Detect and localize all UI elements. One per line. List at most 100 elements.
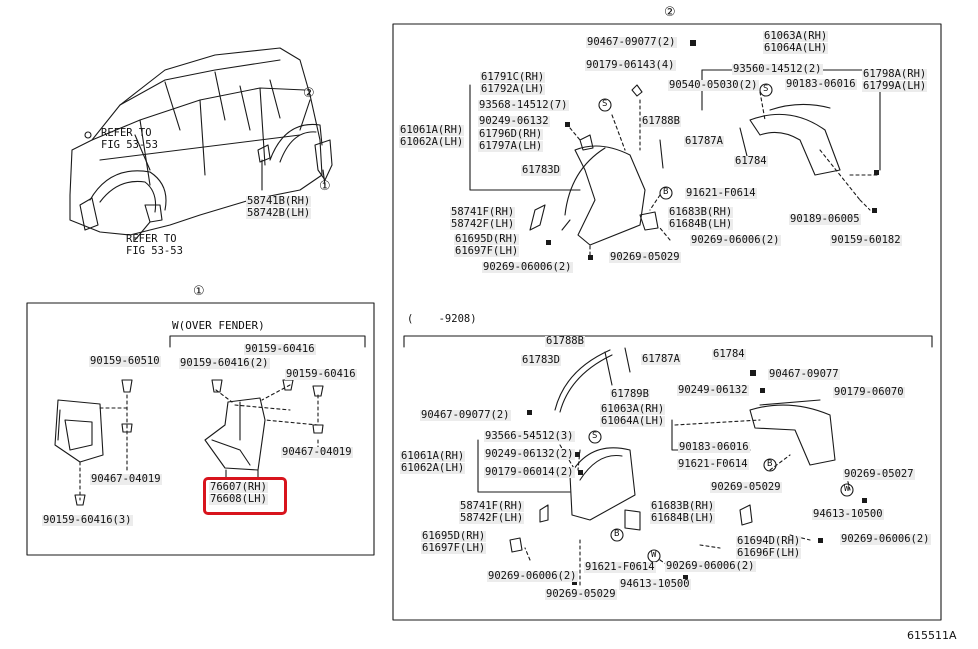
- part-90159-60416-2[interactable]: 90159-60416(2): [179, 357, 270, 369]
- part-61697f-top[interactable]: 61697F(LH): [454, 245, 520, 257]
- part-61799a[interactable]: 61799A(LH): [862, 80, 928, 92]
- part-61063a-top[interactable]: 61063A(RH): [763, 30, 829, 42]
- symbol-w-bottom: W: [651, 550, 657, 560]
- part-58741f-top[interactable]: 58741F(RH): [450, 206, 516, 218]
- part-90269-05027[interactable]: 90269-05027: [843, 468, 915, 480]
- part-61783d-bottom[interactable]: 61783D: [521, 354, 561, 366]
- part-90269-05029-bottom[interactable]: 90269-05029: [545, 588, 617, 600]
- part-61683b-bottom[interactable]: 61683B(RH): [650, 500, 716, 512]
- part-61061a-top[interactable]: 61061A(RH): [399, 124, 465, 136]
- part-90189-06005[interactable]: 90189-06005: [789, 213, 861, 225]
- part-91621-f0614-top[interactable]: 91621-F0614: [685, 187, 757, 199]
- part-61684b-bottom[interactable]: 61684B(LH): [650, 512, 716, 524]
- part-61792a[interactable]: 61792A(LH): [480, 83, 546, 95]
- part-90159-60416-3[interactable]: 90159-60416(3): [42, 514, 133, 526]
- part-90467-09077-2-top[interactable]: 90467-09077(2): [586, 36, 677, 48]
- part-90159-60182[interactable]: 90159-60182: [830, 234, 902, 246]
- part-90179-06014-2[interactable]: 90179-06014(2): [484, 466, 575, 478]
- part-61063a-bottom[interactable]: 61063A(RH): [600, 403, 666, 415]
- part-61695d-bottom[interactable]: 61695D(RH): [421, 530, 487, 542]
- part-61789b[interactable]: 61789B: [610, 388, 650, 400]
- detail-box-1-frame: [26, 302, 375, 556]
- part-61788b-bottom[interactable]: 61788B: [545, 335, 585, 347]
- refer-to-fig-front[interactable]: REFER TO FIG 53-53: [101, 127, 158, 151]
- part-58742f-bottom[interactable]: 58742F(LH): [459, 512, 525, 524]
- part-61788b-top[interactable]: 61788B: [641, 115, 681, 127]
- symbol-s-top: S: [602, 99, 608, 109]
- part-highlight-box: [203, 477, 287, 515]
- part-58742b[interactable]: 58742B(LH): [246, 207, 312, 219]
- part-90179-06070[interactable]: 90179-06070: [833, 386, 905, 398]
- part-94613-10500-right[interactable]: 94613-10500: [812, 508, 884, 520]
- part-93560-14512-2[interactable]: 93560-14512(2): [732, 63, 823, 75]
- part-76608-lh[interactable]: 76608(LH): [209, 493, 268, 505]
- callout-1-vehicle: ①: [319, 179, 331, 194]
- symbol-b-bottom-left: B: [614, 529, 620, 539]
- part-90269-06006-2-bottom-mid[interactable]: 90269-06006(2): [665, 560, 756, 572]
- part-61064a-bottom[interactable]: 61064A(LH): [600, 415, 666, 427]
- fastener-bolt-icons: [74, 379, 324, 506]
- part-58741b[interactable]: 58741B(RH): [246, 195, 312, 207]
- part-94613-10500-bottom[interactable]: 94613-10500: [619, 578, 691, 590]
- part-90467-09077-bottom[interactable]: 90467-09077: [768, 368, 840, 380]
- part-61798a[interactable]: 61798A(RH): [862, 68, 928, 80]
- part-58742f-top[interactable]: 58742F(LH): [450, 218, 516, 230]
- part-90467-09077-2-bottom[interactable]: 90467-09077(2): [420, 409, 511, 421]
- part-61061a-bottom[interactable]: 61061A(RH): [400, 450, 466, 462]
- part-90183-06016-top[interactable]: 90183-06016: [785, 78, 857, 90]
- part-61784-bottom[interactable]: 61784: [712, 348, 746, 360]
- symbol-b-top: B: [663, 187, 669, 197]
- part-90269-06006-2-bottom-left[interactable]: 90269-06006(2): [487, 570, 578, 582]
- part-90540-05030-2[interactable]: 90540-05030(2): [668, 79, 759, 91]
- part-61062a-top[interactable]: 61062A(LH): [399, 136, 465, 148]
- part-58741f-bottom[interactable]: 58741F(RH): [459, 500, 525, 512]
- part-61062a-bottom[interactable]: 61062A(LH): [400, 462, 466, 474]
- part-90249-06132-top[interactable]: 90249-06132: [478, 115, 550, 127]
- fender-flare-upper-drawings: [529, 84, 841, 246]
- part-90467-04019-a[interactable]: 90467-04019: [281, 446, 353, 458]
- part-90249-06132-2[interactable]: 90249-06132(2): [484, 448, 575, 460]
- symbol-w-right: W: [844, 484, 850, 494]
- detail-box-2-frame: [392, 23, 942, 621]
- part-61684b-top[interactable]: 61684B(LH): [668, 218, 734, 230]
- part-61784-top[interactable]: 61784: [734, 155, 768, 167]
- part-90249-06132-bottom[interactable]: 90249-06132: [677, 384, 749, 396]
- part-61064a-top[interactable]: 61064A(LH): [763, 42, 829, 54]
- vehicle-illustration: [69, 47, 333, 236]
- part-93568-14512-7[interactable]: 93568-14512(7): [478, 99, 569, 111]
- part-61696f[interactable]: 61696F(LH): [736, 547, 802, 559]
- callout-2-vehicle: ②: [303, 86, 315, 101]
- callout-2-box-title: ②: [664, 5, 676, 20]
- part-90269-06006-2-top-right[interactable]: 90269-06006(2): [690, 234, 781, 246]
- part-61791c[interactable]: 61791C(RH): [480, 71, 546, 83]
- part-90159-60416-b[interactable]: 90159-60416: [285, 368, 357, 380]
- mudguard-right-drawing: [204, 397, 266, 479]
- part-90467-04019-b[interactable]: 90467-04019: [90, 473, 162, 485]
- part-61697f-bottom[interactable]: 61697F(LH): [421, 542, 487, 554]
- part-90183-06016-bottom[interactable]: 90183-06016: [678, 441, 750, 453]
- part-61695d-top[interactable]: 61695D(RH): [454, 233, 520, 245]
- part-91621-f0614-bottom-left[interactable]: 91621-F0614: [584, 561, 656, 573]
- part-90269-06006-2-top-left[interactable]: 90269-06006(2): [482, 261, 573, 273]
- part-61683b-top[interactable]: 61683B(RH): [668, 206, 734, 218]
- refer-to-fig-rear[interactable]: REFER TO FIG 53-53: [126, 233, 183, 257]
- part-61787a-top[interactable]: 61787A: [684, 135, 724, 147]
- part-76607-rh[interactable]: 76607(RH): [209, 481, 268, 493]
- part-90159-60416-a[interactable]: 90159-60416: [244, 343, 316, 355]
- part-61783d-top[interactable]: 61783D: [521, 164, 561, 176]
- part-61796d[interactable]: 61796D(RH): [478, 128, 544, 140]
- part-90159-60510[interactable]: 90159-60510: [89, 355, 161, 367]
- part-91621-f0614-bottom-right[interactable]: 91621-F0614: [677, 458, 749, 470]
- part-90269-05029-top[interactable]: 90269-05029: [609, 251, 681, 263]
- part-90179-06143-4[interactable]: 90179-06143(4): [585, 59, 676, 71]
- over-fender-header: W(OVER FENDER): [172, 319, 265, 332]
- part-90269-05029-bottom-right[interactable]: 90269-05029: [710, 481, 782, 493]
- part-61787a-bottom[interactable]: 61787A: [641, 353, 681, 365]
- part-90269-06006-2-bottom-right[interactable]: 90269-06006(2): [840, 533, 931, 545]
- fender-flare-lower-drawings: [509, 347, 836, 553]
- part-61694d[interactable]: 61694D(RH): [736, 535, 802, 547]
- part-61797a[interactable]: 61797A(LH): [478, 140, 544, 152]
- symbol-b-bottom-right: B: [767, 459, 773, 469]
- part-93566-54512-3[interactable]: 93566-54512(3): [484, 430, 575, 442]
